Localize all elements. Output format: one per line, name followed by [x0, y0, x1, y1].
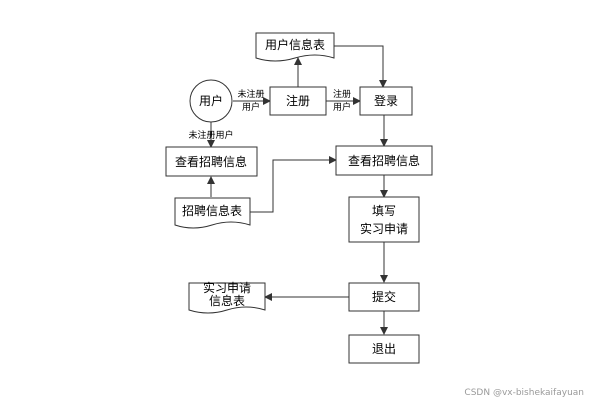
register-node [269, 86, 327, 116]
unregistered-top-label-2: 用户 [242, 101, 260, 113]
edge-user-table-to-login [334, 45, 387, 88]
recruit-table-node [174, 197, 251, 229]
fill-label-line2: 实习申请 [360, 221, 408, 236]
submit-node [348, 282, 420, 312]
apply-table-node [188, 282, 266, 314]
registered-label-1: 注册 [333, 88, 351, 100]
user-table-label: 用户信息表 [265, 37, 325, 52]
apply-table-label-line2: 信息表 [209, 293, 245, 308]
watermark: CSDN @vx-bishekaifayuan [464, 388, 584, 398]
apply-table-label-line1: 实习申请 [203, 280, 251, 295]
view-left-node [165, 146, 258, 177]
register-label: 注册 [286, 93, 310, 108]
user-table-node [255, 32, 335, 62]
edge-recruit-to-view-right [250, 156, 337, 213]
registered-label-2: 用户 [333, 101, 351, 113]
submit-label: 提交 [372, 289, 396, 304]
view-right-label: 查看招聘信息 [348, 153, 420, 168]
unregistered-left-label: 未注册用户 [188, 129, 233, 141]
login-label: 登录 [374, 93, 398, 108]
fill-node [348, 196, 420, 243]
exit-label: 退出 [372, 342, 396, 356]
fill-label-line1: 填写 [372, 204, 396, 218]
recruit-table-label: 招聘信息表 [182, 203, 242, 218]
view-left-label: 查看招聘信息 [175, 154, 247, 169]
login-node [359, 86, 413, 116]
user-node [189, 79, 233, 123]
exit-node [348, 334, 420, 364]
view-right-node [335, 145, 433, 176]
unregistered-top-label-1: 未注册 [237, 88, 264, 100]
user-label: 用户 [199, 93, 223, 108]
